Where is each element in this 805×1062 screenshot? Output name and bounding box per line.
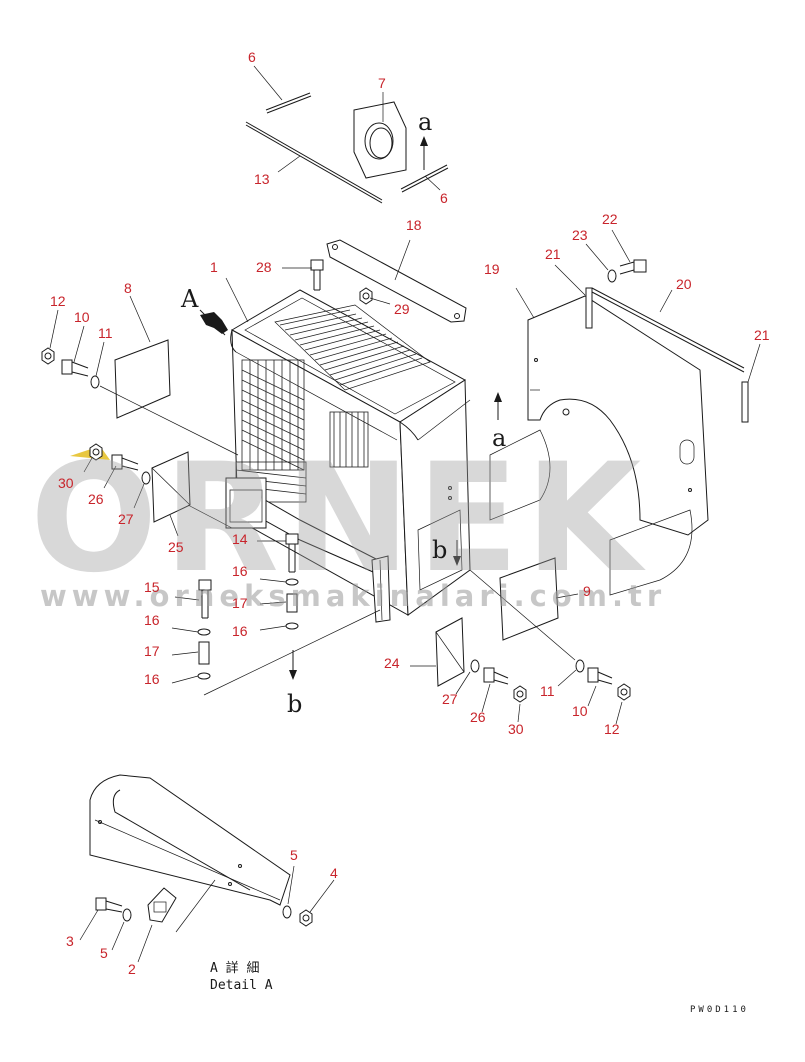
callout-1: 1 [210,259,218,275]
part-21-plate-upper [585,287,593,329]
view-arrow-a-right [494,392,502,420]
callout-16-a: 16 [144,612,160,628]
callout-17-a: 17 [144,643,160,659]
callout-29: 29 [394,301,410,317]
part-30-nut-right [513,685,527,703]
callout-21-right: 21 [754,327,770,343]
callout-18: 18 [406,217,422,233]
callout-16-d: 16 [232,623,248,639]
callout-25: 25 [168,539,184,555]
part-9-cover-plate [499,557,559,641]
view-letter-a-top: a [418,108,432,136]
callout-2: 2 [128,961,136,977]
part-22-bolt [619,259,647,275]
callout-27-right: 27 [442,691,458,707]
part-10-bolt-right [587,667,613,685]
part-19-side-plate [527,295,709,536]
watermark-brand: ORNEK [30,432,647,606]
part-14-bolt [285,533,299,573]
callout-9: 9 [583,583,591,599]
callout-30-right: 30 [508,721,524,737]
part-10-bolt-left [61,359,89,377]
callout-13: 13 [254,171,270,187]
drawing-code: PW0D110 [690,1005,749,1015]
callout-15: 15 [144,579,160,595]
callout-12-left: 12 [50,293,66,309]
callout-22: 22 [602,211,618,227]
leader-lines [49,65,761,963]
part-30-nut-highlight [70,443,110,461]
part-12-nut-left [41,347,55,365]
part-21-plate-right [741,381,749,423]
part-6-seal-strip-upper [265,92,312,114]
part-11-washer-right [575,659,585,673]
part-25-bracket [151,451,191,523]
detail-A-view [89,774,313,933]
callout-8: 8 [124,280,132,296]
part-26-bolt-right [483,667,509,685]
view-arrow-b-mid [453,540,461,566]
callout-11-right: 11 [540,683,555,699]
part-29-nut [359,287,373,305]
part-27-washer-left [141,471,151,485]
callout-24: 24 [384,655,400,671]
callout-6-upper: 6 [248,49,256,65]
callout-10-left: 10 [74,309,90,325]
callout-16-b: 16 [144,671,160,687]
callout-5-right: 5 [290,847,298,863]
callout-7: 7 [378,75,386,91]
callout-30-left: 30 [58,475,74,491]
callout-11-left: 11 [98,325,113,341]
callout-28: 28 [256,259,272,275]
callout-19: 19 [484,261,500,277]
view-arrow-b-lower [289,650,297,680]
part-19-lower-panel [489,429,693,596]
part-12-nut-right [617,683,631,701]
callout-23: 23 [572,227,588,243]
callout-12-right: 12 [604,721,620,737]
part-1-radiator-cover [225,289,471,623]
callout-21-upper: 21 [545,246,561,262]
callout-27-left: 27 [118,511,134,527]
callout-3: 3 [66,933,74,949]
part-15-bolt [198,579,212,619]
part-26-bolt-left [111,454,139,471]
view-arrow-A [199,309,228,336]
part-24-bracket [435,617,465,687]
view-letter-a-right: a [492,424,506,452]
callout-17-b: 17 [232,595,248,611]
callout-14: 14 [232,531,248,547]
part-16-17-stack-left [197,628,211,680]
part-8-cover-plate [114,339,171,419]
view-letter-b-lower: b [287,690,302,718]
callout-26-right: 26 [470,709,486,725]
callout-10-right: 10 [572,703,588,719]
part-11-washer-left [90,375,100,389]
view-arrow-a-top [420,136,428,170]
part-27-washer-right [470,659,480,673]
callout-26-left: 26 [88,491,104,507]
part-18-bracket [326,239,467,323]
callout-5-left: 5 [100,945,108,961]
watermark-url: www.orneksmakinalari.com.tr [40,579,666,613]
part-13-long-seal [245,121,383,204]
part-20-strip [591,287,745,373]
part-7-gasket-plate [353,101,407,179]
callout-6-lower: 6 [440,190,448,206]
callout-4: 4 [330,865,338,881]
callout-20: 20 [676,276,692,292]
detail-caption-en: Detail A [210,978,273,993]
callout-labels: 6 7 13 6 18 28 29 1 8 12 10 11 30 26 27 … [50,49,770,977]
part-6-seal-strip-lower [400,164,449,193]
callout-16-c: 16 [232,563,248,579]
part-28-bolt [310,259,324,291]
view-letter-A: A [180,285,199,313]
view-letter-b-mid: b [432,536,447,564]
part-23-washer [607,269,617,283]
detail-caption-jp: A 詳 細 [210,960,259,976]
